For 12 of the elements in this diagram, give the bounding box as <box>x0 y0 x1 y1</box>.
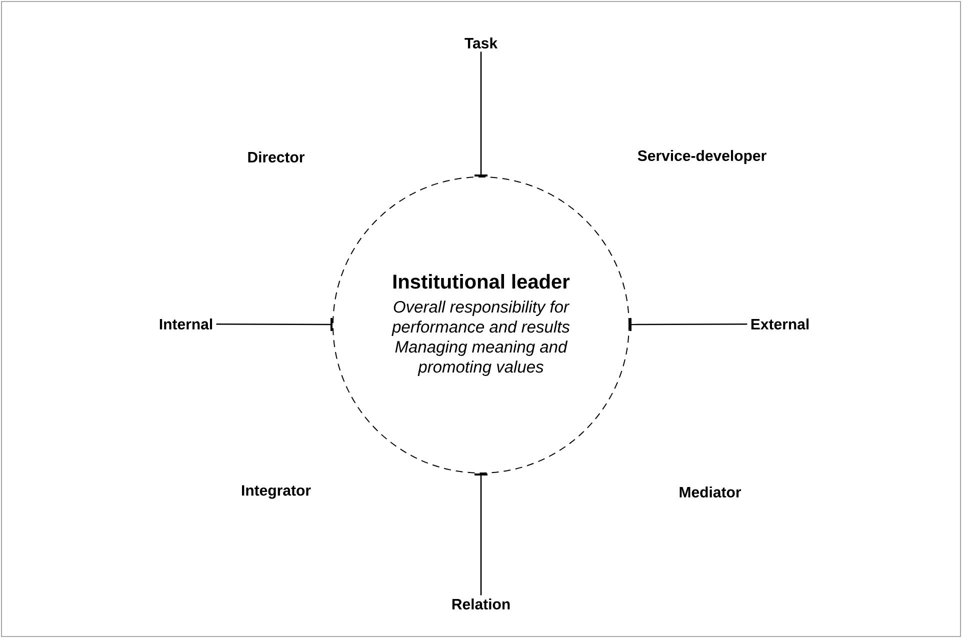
axis-label: Relation <box>452 598 510 610</box>
connector-line <box>474 474 488 596</box>
axis-label: External <box>751 318 809 330</box>
role-label: Mediator <box>680 486 742 498</box>
role-label: Integrator <box>242 485 311 499</box>
role-label: Director <box>248 152 305 162</box>
connector-line <box>629 318 748 331</box>
role-label: Service-developer <box>638 150 766 164</box>
connector-line <box>216 318 333 331</box>
axis-label: Task <box>464 38 498 48</box>
connector-line <box>474 52 488 176</box>
axis-label: Internal <box>160 318 212 330</box>
